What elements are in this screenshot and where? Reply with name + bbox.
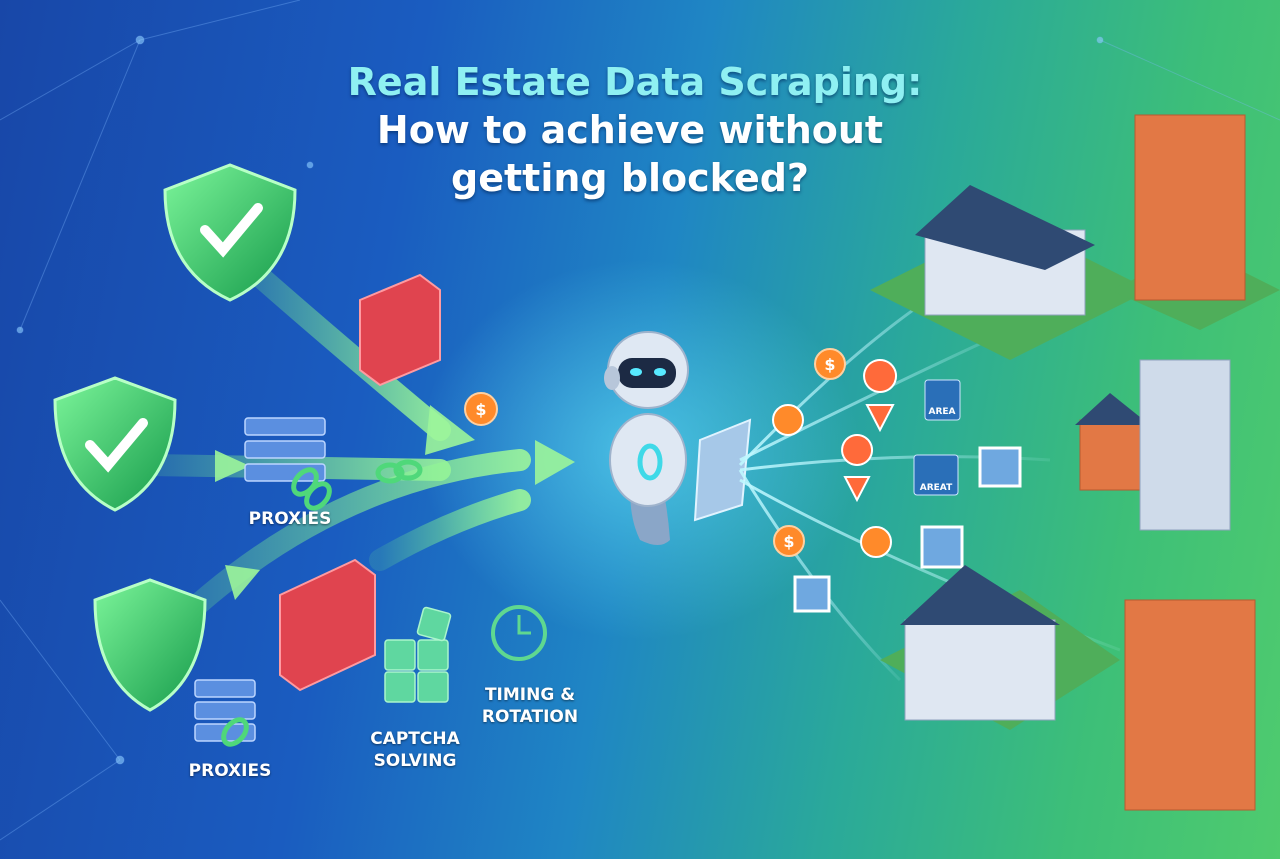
chain-link-icon xyxy=(221,459,423,747)
svg-text:$: $ xyxy=(783,532,794,551)
title-line-2: How to achieve without xyxy=(376,108,884,152)
proxies-label-top: PROXIES xyxy=(248,509,332,529)
shield-check-icon xyxy=(53,163,297,712)
timing-line-2: ROTATION xyxy=(481,707,579,727)
house-icon xyxy=(870,185,1151,730)
clock-rotation-icon xyxy=(491,605,547,661)
page-title: Real Estate Data Scraping: How to achiev… xyxy=(0,58,1280,202)
title-line-3: getting blocked? xyxy=(451,156,809,200)
firewall-icon xyxy=(279,273,441,692)
area-tag xyxy=(924,379,961,421)
apartment-building-icon xyxy=(1110,114,1280,811)
map-pin-icon xyxy=(841,359,898,503)
proxies-label-bottom: PROXIES xyxy=(188,761,272,781)
timing-label: TIMING & ROTATION xyxy=(470,684,590,728)
svg-text:$: $ xyxy=(824,355,835,374)
dollar-coin-icon xyxy=(464,348,846,557)
home-icon xyxy=(772,404,804,436)
svg-text:AREAT: AREAT xyxy=(920,483,953,493)
puzzle-icon xyxy=(384,606,452,703)
network-lines xyxy=(0,0,1280,841)
captcha-label: CAPTCHA SOLVING xyxy=(360,728,470,772)
captcha-line-1: CAPTCHA xyxy=(370,729,460,749)
robot-icon xyxy=(604,331,752,545)
svg-text:$: $ xyxy=(475,400,486,419)
areat-tag xyxy=(913,454,959,496)
camera-icon xyxy=(860,526,892,558)
timing-line-1: TIMING & xyxy=(484,685,576,705)
svg-text:AREA: AREA xyxy=(928,407,955,417)
image-icon xyxy=(793,446,1022,613)
captcha-line-2: SOLVING xyxy=(373,751,457,771)
title-line-1: Real Estate Data Scraping: xyxy=(347,60,923,104)
